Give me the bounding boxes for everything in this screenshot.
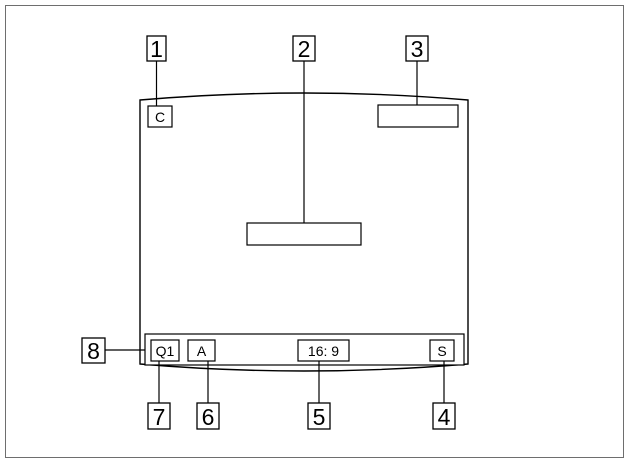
callout-5-label: 5 [313, 404, 326, 430]
callout-4-label: 4 [438, 404, 451, 430]
callout-2-label: 2 [298, 36, 311, 62]
screen-outline [139, 92, 469, 372]
figure-frame [5, 5, 624, 458]
callout-4-box [432, 402, 456, 430]
a-indicator-label: A [197, 343, 207, 359]
center-display-box [246, 222, 362, 246]
c-indicator-box [147, 105, 173, 128]
callout-6-label: 6 [202, 404, 215, 430]
s-indicator-label: S [437, 343, 446, 359]
callout-6-box [196, 402, 220, 430]
aspect-ratio-label: 16: 9 [308, 343, 339, 359]
a-indicator-box [187, 339, 216, 362]
c-indicator-label: C [155, 109, 165, 125]
callout-3-label: 3 [411, 36, 424, 62]
q1-indicator-label: Q1 [156, 343, 175, 359]
top-right-display-box [377, 104, 459, 128]
callout-7-label: 7 [153, 404, 166, 430]
s-indicator-box [429, 339, 455, 362]
callout-1-label: 1 [150, 36, 163, 62]
callout-7-box [147, 402, 171, 430]
callout-8-label: 8 [87, 338, 100, 364]
callout-5-box [307, 402, 331, 430]
aspect-ratio-box [297, 339, 350, 362]
q1-indicator-box [150, 339, 180, 362]
